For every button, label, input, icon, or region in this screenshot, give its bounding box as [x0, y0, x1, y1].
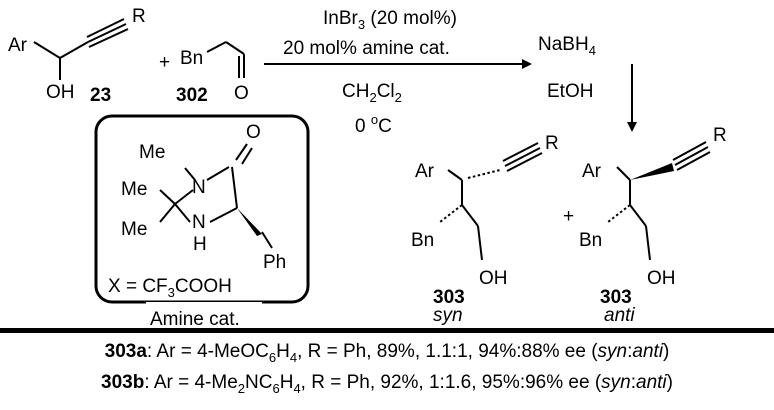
catalyst-acid: X = CF3COOH [108, 276, 232, 300]
alcohol-23 [33, 18, 129, 80]
anti-ar: Ar [582, 161, 602, 182]
condition-amine-cat: 20 mol% amine cat. [283, 38, 450, 59]
divider-line [0, 328, 774, 333]
catalyst-wedge [237, 208, 262, 236]
syn-label: syn [433, 305, 463, 326]
alcohol-r: R [132, 6, 146, 27]
alcohol-oh: OH [46, 82, 75, 103]
reactant-plus: + [159, 52, 170, 73]
product-anti-structure [607, 141, 711, 261]
catalyst-nh: N [192, 212, 206, 233]
catalyst-o: O [246, 122, 261, 143]
compound-number-302: 302 [176, 85, 208, 106]
anti-oh: OH [647, 268, 676, 289]
result-303b: 303b: Ar = 4-Me2NC6H4, R = Ph, 92%, 1:1.… [101, 372, 673, 396]
catalyst-caption: Amine cat. [150, 309, 240, 330]
catalyst-h: H [193, 234, 207, 255]
catalyst-me2: Me [121, 219, 147, 240]
catalyst-me1: Me [121, 179, 147, 200]
syn-ar: Ar [415, 161, 435, 182]
anti-number: 303 [600, 287, 632, 308]
catalyst-ph: Ph [263, 252, 286, 273]
catalyst-n1: N [192, 177, 206, 198]
catalyst-box [94, 114, 310, 304]
condition-inbr3: InBr3 (20 mol%) [323, 8, 457, 32]
catalyst-me-n: Me [139, 142, 165, 163]
result-303a: 303a: Ar = 4-MeOC6H4, R = Ph, 89%, 1.1:1… [104, 341, 670, 365]
aldehyde-o: O [234, 83, 249, 104]
product-syn-structure [439, 142, 543, 261]
syn-oh: OH [479, 268, 508, 289]
anti-r: R [713, 125, 727, 146]
syn-number: 303 [433, 287, 465, 308]
condition-etoh: EtOH [547, 81, 593, 102]
condition-nabh4: NaBH4 [538, 34, 596, 58]
compound-number-23: 23 [90, 85, 111, 106]
aldehyde-302 [206, 41, 245, 78]
anti-wedge [630, 163, 674, 180]
syn-r: R [545, 133, 559, 154]
syn-bn: Bn [411, 230, 434, 251]
condition-solvent: CH2Cl2 [342, 81, 402, 105]
product-plus: + [563, 206, 574, 227]
anti-label: anti [604, 305, 635, 326]
alcohol-ar: Ar [8, 35, 28, 56]
aldehyde-bn: Bn [180, 48, 203, 69]
catalyst-structure [159, 143, 273, 249]
catalyst-caption-mask [146, 302, 262, 326]
anti-bn: Bn [579, 230, 602, 251]
condition-temperature: 0 oC [355, 112, 392, 137]
